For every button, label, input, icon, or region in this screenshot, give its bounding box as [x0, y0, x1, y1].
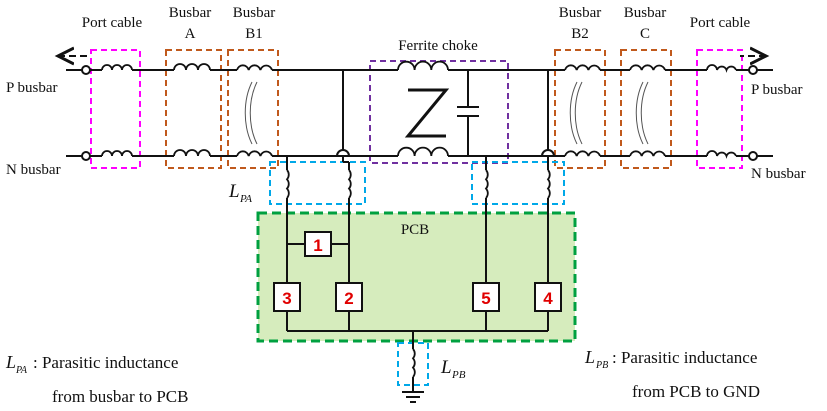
terminal-p-right	[748, 65, 758, 75]
ferrite-choke-z-symbol	[404, 88, 450, 138]
svg-text:: Parasitic inductance: : Parasitic inductance	[33, 353, 178, 372]
lpa-label: L PA	[228, 181, 252, 205]
busbar-c-coupling-mark	[635, 81, 649, 145]
port-cable-right-inductor-p	[706, 64, 737, 73]
port-cable-left-inductor-n	[101, 150, 133, 157]
svg-text:5: 5	[481, 289, 490, 308]
ferrite-choke-inductor-p	[397, 60, 449, 71]
port-cable-left-label: Port cable	[82, 15, 143, 31]
component-5: 5	[472, 282, 500, 312]
lpa-inductor-left	[285, 169, 290, 199]
busbar-b1-inductor-p	[236, 64, 273, 71]
svg-text:L: L	[584, 347, 595, 367]
component-2: 2	[335, 282, 363, 312]
busbar-b2-label-line2: B2	[571, 26, 589, 42]
lpb-label: L PB	[440, 357, 466, 381]
ferrite-choke-inductor-n	[397, 146, 449, 157]
n-busbar-left-label: N busbar	[6, 162, 61, 178]
port-cable-right-box	[696, 49, 743, 169]
svg-text:3: 3	[282, 289, 291, 308]
svg-text:from busbar to PCB: from busbar to PCB	[52, 387, 188, 406]
component-3: 3	[273, 282, 301, 312]
busbar-b1-label-line2: B1	[245, 26, 263, 42]
port-cable-left-box	[90, 49, 141, 169]
lpb-gnd-inductor	[411, 348, 416, 378]
busbar-c-inductor-n	[629, 150, 666, 157]
busbar-a-label-line2: A	[185, 26, 196, 42]
ferrite-choke-capacitor	[457, 70, 479, 156]
busbar-c-box	[620, 49, 672, 169]
p-busbar-left-label: P busbar	[6, 80, 58, 96]
svg-text:from PCB to GND: from PCB to GND	[632, 382, 760, 401]
lpb-inductor-left	[484, 169, 489, 199]
svg-text:PA: PA	[239, 193, 252, 205]
terminal-n-left	[81, 151, 91, 161]
lpb-inductor-right	[546, 169, 551, 199]
port-cable-right-inductor-n	[706, 150, 737, 159]
legend-lpa: L PA : Parasitic inductance from busbar …	[5, 352, 188, 406]
busbar-b2-coupling-mark	[569, 81, 583, 145]
svg-text:PB: PB	[595, 360, 608, 371]
svg-text:L: L	[228, 181, 240, 202]
svg-text:1: 1	[313, 236, 322, 255]
legend-lpb: L PB : Parasitic inductance from PCB to …	[584, 347, 760, 401]
terminal-p-left	[81, 65, 91, 75]
svg-text:PA: PA	[15, 365, 28, 376]
busbar-b2-inductor-p	[564, 64, 601, 71]
svg-text:L: L	[5, 352, 16, 372]
lpa-box	[269, 161, 366, 205]
busbar-b1-coupling-mark	[244, 81, 258, 145]
pcb-wiring	[286, 243, 549, 392]
svg-text:PB: PB	[451, 369, 466, 381]
busbar-b2-box	[554, 49, 606, 169]
busbar-a-inductor-p	[173, 63, 211, 71]
busbar-c-inductor-p	[629, 64, 666, 71]
ground-icon	[402, 391, 424, 403]
n-busbar-right-label: N busbar	[751, 166, 806, 182]
tap-wires	[286, 70, 555, 283]
component-1: 1	[304, 231, 332, 257]
busbar-a-label-line1: Busbar	[169, 5, 212, 21]
svg-text:4: 4	[543, 289, 553, 308]
port-cable-left-inductor-p	[101, 64, 133, 71]
lpa-inductor-right	[347, 169, 352, 199]
busbar-b1-inductor-n	[236, 150, 273, 157]
svg-text:2: 2	[344, 289, 353, 308]
busbar-c-label-line1: Busbar	[624, 5, 667, 21]
busbar-b2-label-line1: Busbar	[559, 5, 602, 21]
pcb-label: PCB	[401, 222, 429, 238]
busbar-b2-inductor-n	[564, 150, 601, 157]
busbar-c-label-line2: C	[640, 26, 650, 42]
busbar-a-box	[165, 49, 222, 169]
busbar-a-inductor-n	[173, 149, 211, 157]
terminal-n-right	[748, 151, 758, 161]
port-cable-right-label: Port cable	[690, 15, 751, 31]
svg-text:: Parasitic inductance: : Parasitic inductance	[612, 348, 757, 367]
svg-text:L: L	[440, 357, 452, 378]
lpb-right-box	[471, 161, 565, 205]
busbar-b1-label-line1: Busbar	[233, 5, 276, 21]
component-4: 4	[534, 282, 562, 312]
busbar-b1-box	[227, 49, 279, 169]
p-busbar-right-label: P busbar	[751, 82, 803, 98]
ferrite-choke-label: Ferrite choke	[398, 38, 478, 54]
